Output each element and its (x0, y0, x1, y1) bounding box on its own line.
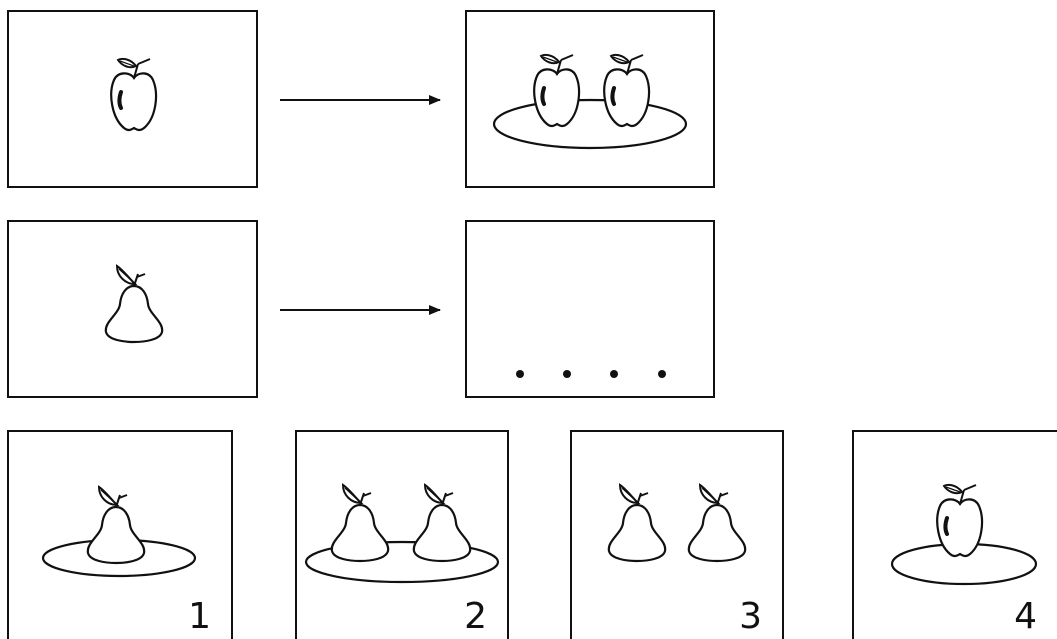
example-source-apple-panel (7, 10, 258, 188)
two-pears-on-plate-illustration (304, 483, 500, 584)
plate (492, 98, 688, 150)
apple-on-plate-illustration (890, 482, 1038, 586)
example-result-two-apples-on-plate-panel (465, 10, 715, 188)
transformation-arrow (280, 95, 441, 105)
single-apple-illustration (109, 56, 158, 133)
option-number: 1 (188, 596, 211, 637)
single-pear-illustration (104, 264, 164, 344)
option-number: 2 (464, 596, 487, 637)
answer-option-3[interactable]: 3 (570, 430, 784, 639)
question-source-pear-panel (7, 220, 258, 398)
answer-option-2[interactable]: 2 (295, 430, 509, 639)
ellipsis-dots (516, 370, 666, 378)
transformation-arrow (280, 305, 441, 315)
option-number: 4 (1014, 596, 1037, 637)
answer-option-1[interactable]: 1 (7, 430, 233, 639)
answer-option-4[interactable]: 4 (852, 430, 1057, 639)
pear-on-plate-illustration (41, 485, 197, 578)
option-number: 3 (739, 596, 762, 637)
two-apples-on-plate-illustration (492, 52, 688, 150)
missing-answer-panel (465, 220, 715, 398)
